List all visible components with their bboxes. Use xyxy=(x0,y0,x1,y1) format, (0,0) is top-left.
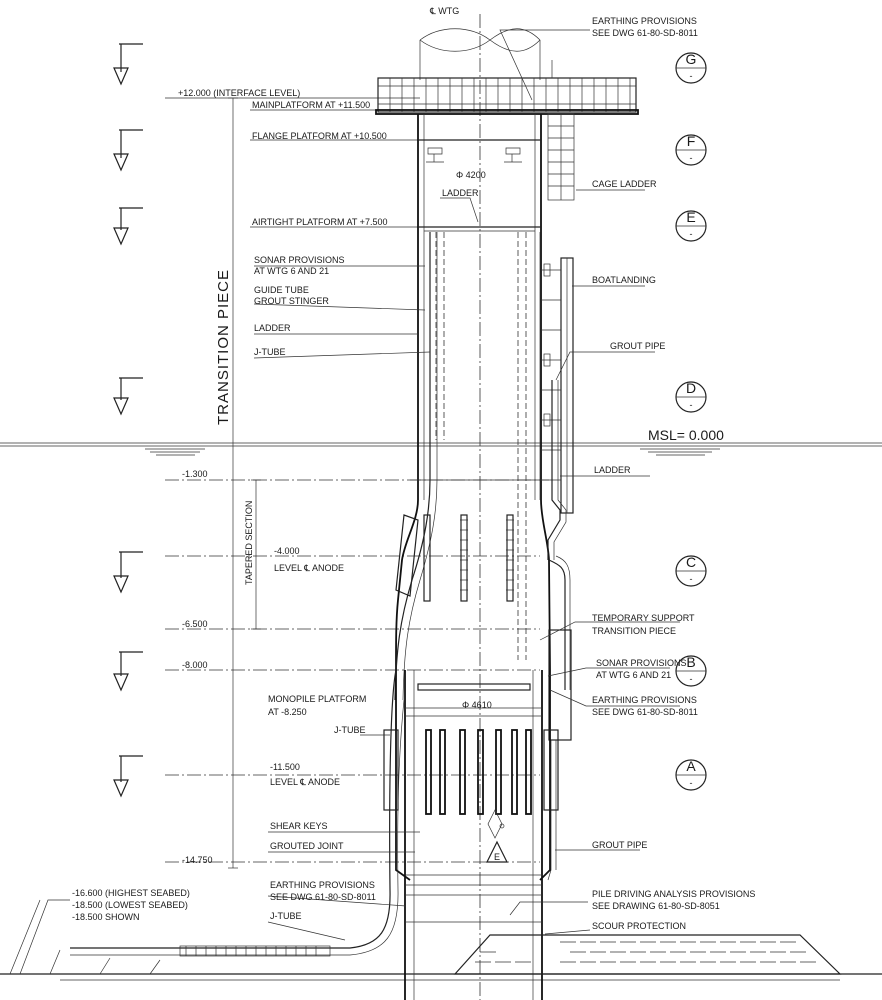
marker-c: C - xyxy=(675,554,707,587)
svg-text:EARTHING PROVISIONS: EARTHING PROVISIONS xyxy=(270,880,375,890)
transition-piece-label: TRANSITION PIECE xyxy=(215,269,232,425)
svg-text:GUIDE TUBE: GUIDE TUBE xyxy=(254,285,309,295)
svg-text:D: D xyxy=(686,380,696,396)
svg-text:GROUTED JOINT: GROUTED JOINT xyxy=(270,841,344,851)
svg-text:EARTHING PROVISIONS: EARTHING PROVISIONS xyxy=(592,16,697,26)
svg-text:E: E xyxy=(686,209,695,225)
svg-text:B: B xyxy=(686,654,695,670)
svg-text:C: C xyxy=(686,554,696,570)
svg-text:G: G xyxy=(686,51,697,67)
anodes-upper xyxy=(395,514,514,602)
msl-hatch xyxy=(145,448,720,456)
svg-text:A: A xyxy=(686,758,696,774)
svg-text:LADDER: LADDER xyxy=(594,465,631,475)
marker-e: E - xyxy=(675,209,707,242)
svg-text:GROUT STINGER: GROUT STINGER xyxy=(254,296,329,306)
seabed-hatch xyxy=(9,899,161,975)
svg-text:MONOPILE PLATFORM: MONOPILE PLATFORM xyxy=(268,694,366,704)
lower-grout-pipe xyxy=(547,555,572,881)
svg-text:-1.300: -1.300 xyxy=(182,469,208,479)
tapered-section-label: TAPERED SECTION xyxy=(244,501,254,585)
svg-text:-18.500 (LOWEST SEABED): -18.500 (LOWEST SEABED) xyxy=(72,900,188,910)
svg-text:-: - xyxy=(690,71,693,81)
cage-ladder xyxy=(547,60,575,201)
transition-dimension xyxy=(228,97,261,869)
marker-d: D - xyxy=(675,380,707,413)
svg-text:CAGE LADDER: CAGE LADDER xyxy=(592,179,657,189)
svg-text:-16.600 (HIGHEST SEABED): -16.600 (HIGHEST SEABED) xyxy=(72,888,190,898)
svg-text:SONAR PROVISIONS: SONAR PROVISIONS xyxy=(596,658,687,668)
leader-lines xyxy=(19,29,680,975)
svg-text:AT -8.250: AT -8.250 xyxy=(268,707,307,717)
monopile xyxy=(395,670,551,1000)
anode-marker: E xyxy=(486,840,508,863)
level-lines xyxy=(0,97,882,981)
svg-text:GROUT PIPE: GROUT PIPE xyxy=(592,840,647,850)
svg-text:-: - xyxy=(690,778,693,788)
svg-text:E: E xyxy=(494,852,500,862)
external-j-tube xyxy=(70,669,405,957)
svg-text:J-TUBE: J-TUBE xyxy=(254,347,286,357)
svg-text:SONAR PROVISIONS: SONAR PROVISIONS xyxy=(254,255,345,265)
transition-piece-shell xyxy=(394,114,551,701)
boatlanding xyxy=(541,257,574,560)
svg-text:-6.500: -6.500 xyxy=(182,619,208,629)
svg-text:-: - xyxy=(690,400,693,410)
svg-text:-11.500: -11.500 xyxy=(270,762,300,772)
svg-text:J-TUBE: J-TUBE xyxy=(270,911,302,921)
marker-b: B - xyxy=(675,654,707,687)
svg-text:SHEAR KEYS: SHEAR KEYS xyxy=(270,821,328,831)
svg-text:-8.000: -8.000 xyxy=(182,660,208,670)
svg-text:AT WTG 6 AND 21: AT WTG 6 AND 21 xyxy=(254,266,329,276)
svg-text:SCOUR PROTECTION: SCOUR PROTECTION xyxy=(592,921,686,931)
svg-text:AIRTIGHT PLATFORM AT +7.500: AIRTIGHT PLATFORM AT +7.500 xyxy=(252,217,387,227)
svg-text:-18.500 SHOWN: -18.500 SHOWN xyxy=(72,912,140,922)
marker-g: G - xyxy=(675,51,707,84)
svg-text:EARTHING PROVISIONS: EARTHING PROVISIONS xyxy=(592,695,697,705)
svg-text:MAINPLATFORM AT +11.500: MAINPLATFORM AT +11.500 xyxy=(252,100,370,110)
marker-a: A - xyxy=(675,758,707,791)
svg-text:PILE DRIVING ANALYSIS PROVISIO: PILE DRIVING ANALYSIS PROVISIONS xyxy=(592,889,755,899)
msl-label: MSL= 0.000 xyxy=(648,427,724,443)
svg-text:LEVEL ℄ ANODE: LEVEL ℄ ANODE xyxy=(270,777,340,787)
svg-text:Φ 4610: Φ 4610 xyxy=(462,700,492,710)
tower-top xyxy=(419,14,541,1000)
svg-text:LADDER: LADDER xyxy=(254,323,291,333)
svg-text:TRANSITION PIECE: TRANSITION PIECE xyxy=(592,626,676,636)
scour-protection xyxy=(453,934,842,975)
svg-text:TEMPORARY SUPPORT: TEMPORARY SUPPORT xyxy=(592,613,695,623)
anodes-lower xyxy=(383,729,559,839)
svg-text:-4.000: -4.000 xyxy=(274,546,300,556)
section-arrows xyxy=(113,43,143,798)
labels: ℄ WTG EARTHING PROVISIONS SEE DWG 61-80-… xyxy=(72,6,755,931)
svg-text:FLANGE PLATFORM AT +10.500: FLANGE PLATFORM AT +10.500 xyxy=(252,131,387,141)
svg-text:-: - xyxy=(690,574,693,584)
centerline-label: ℄ WTG xyxy=(429,6,459,16)
svg-text:SEE DWG 61-80-SD-8011: SEE DWG 61-80-SD-8011 xyxy=(592,28,698,38)
svg-text:-: - xyxy=(690,229,693,239)
main-platform xyxy=(375,77,639,115)
svg-text:LEVEL ℄ ANODE: LEVEL ℄ ANODE xyxy=(274,563,344,573)
section-markers: G - F - E - D - C - B - A - xyxy=(675,51,707,791)
svg-text:BOATLANDING: BOATLANDING xyxy=(592,275,656,285)
svg-text:AT WTG 6 AND 21: AT WTG 6 AND 21 xyxy=(596,670,671,680)
svg-text:J-TUBE: J-TUBE xyxy=(334,725,366,735)
svg-text:LADDER: LADDER xyxy=(442,188,479,198)
marker-f: F - xyxy=(675,133,707,166)
svg-text:SEE DWG 61-80-SD-8011: SEE DWG 61-80-SD-8011 xyxy=(270,892,376,902)
svg-text:+12.000 (INTERFACE LEVEL): +12.000 (INTERFACE LEVEL) xyxy=(178,88,300,98)
svg-text:-: - xyxy=(690,153,693,163)
svg-text:Φ 4200: Φ 4200 xyxy=(456,170,486,180)
svg-text:GROUT PIPE: GROUT PIPE xyxy=(610,341,665,351)
svg-text:-: - xyxy=(690,674,693,684)
svg-text:SEE DWG 61-80-SD-8011: SEE DWG 61-80-SD-8011 xyxy=(592,707,698,717)
svg-text:-14.750: -14.750 xyxy=(182,855,213,865)
svg-text:SEE DRAWING 61-80-SD-8051: SEE DRAWING 61-80-SD-8051 xyxy=(592,901,720,911)
svg-text:F: F xyxy=(687,133,696,149)
